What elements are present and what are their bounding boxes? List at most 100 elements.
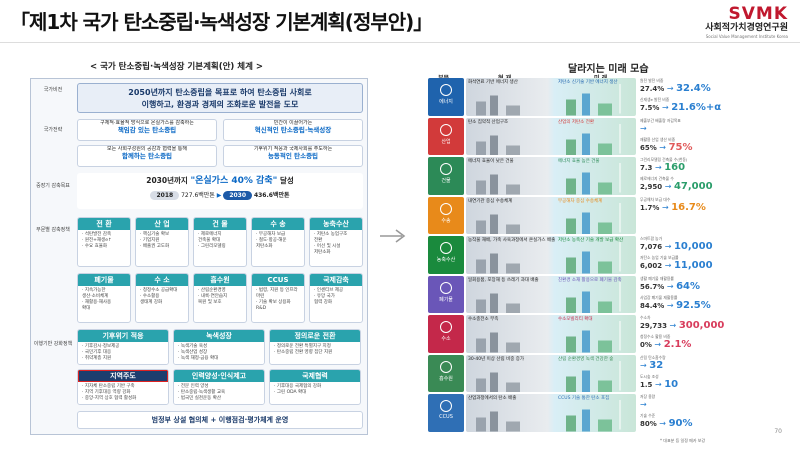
sector-4: 농축수산· 저탄소 농업구조 전환 · 어선 및 시설 저탄소화	[309, 217, 363, 267]
category-2: 건물	[428, 157, 464, 195]
sector2-2-header: 흡수원	[194, 274, 246, 286]
scene-4	[466, 236, 636, 274]
stat-6-2-from: 0%	[640, 341, 652, 349]
sector2-4-header: 국제감축	[310, 274, 362, 286]
sector-0: 전 환· 석탄발전 감축 · 원전+재생e↑ · 수요 효율화	[77, 217, 131, 267]
enabling-3-text: · 지자체 탄소중립 기반 구축 · 지역 기후대응 역량 강화 · 중앙-지역…	[78, 382, 168, 404]
sector-2: 건 물· 제로에너지 건축물 확대 · 그린리모델링	[193, 217, 247, 267]
sector-1-text: · 핵심기술 확보 · 기업지원 · 배출권 고도화	[136, 230, 188, 252]
caption-future-3: 무공해차 중심 수송체계	[558, 198, 603, 204]
stat-8-2-arrow-icon: →	[656, 419, 669, 428]
stat-8-2-to: 90%	[668, 418, 693, 429]
stat-4-1-from: 7,076	[640, 243, 663, 251]
stat-0-2-to: 21.6%+α	[671, 102, 722, 113]
enabling-2-header: 정의로운 전환	[270, 330, 360, 342]
sector2-1-text: · 청정수소 공급확대 · 수소활용 생태계 강화	[136, 286, 188, 308]
sector2-1-header: 수 소	[136, 274, 188, 286]
stat-4-2-to: 11,000	[673, 260, 713, 271]
stat-1-1: 제출부간 배출량 저감목표 →	[640, 118, 772, 135]
category-7-icon	[440, 360, 452, 373]
strategy-1-desc: 구체적·효율적 방식으로 온실가스를 감축하는	[100, 120, 194, 126]
category-0: 에너지	[428, 78, 464, 116]
strategy-diagram: 국가비전 2050년까지 탄소중립을 목표로 하여 탄소중립 사회로 이행하고,…	[30, 78, 368, 435]
sector-1-header: 산 업	[136, 218, 188, 230]
stat-2-1-to: 160	[664, 162, 686, 173]
stat-5-1-from: 56.7%	[640, 282, 665, 291]
sector2-3: CCUS· 법령, 지원 등 인프라 마련 · 기술 확보 상용화 R&D	[251, 273, 305, 323]
stat-4-2-label: 저탄소 농업 기술 보급률	[640, 255, 679, 260]
caption-future-2: 에너지 효율 높은 건물	[558, 159, 600, 164]
category-8-label: CCUS	[439, 414, 453, 420]
stat-5-1-arrow-icon: →	[664, 281, 677, 291]
goal-suffix: 달성	[279, 176, 294, 185]
stat-8-1-arrow-icon: →	[640, 400, 647, 409]
scene-3	[466, 196, 636, 234]
strategy-4: 기후위기 적응과 국제사회를 주도하는 능동적인 탄소중립	[223, 145, 363, 167]
caption-now-6: 수소충전소 부족	[468, 317, 499, 322]
stat-8-1-label: 저장 용량	[640, 394, 656, 399]
caption-now-5: 일회용품, 포장재 등 쓰레기 과대 배출	[468, 277, 539, 283]
strategy-3-name: 함께하는 탄소중립	[121, 151, 173, 160]
enabling-2-text: · 정의로운 전환 특별지구 지정 · 탄소중립 전환 영향 집단 지원	[270, 342, 360, 358]
sector-2-header: 건 물	[194, 218, 246, 230]
stat-8-2-from: 80%	[640, 420, 657, 428]
scene-3-illustration	[476, 202, 621, 234]
stat-6-1-arrow-icon: →	[667, 321, 679, 330]
vision-line1: 2050년까지 탄소중립을 목표로 하여 탄소중립 사회로	[128, 88, 312, 97]
enabling-5-text: · 기후대응 국제협의 강화 · 그린 ODA 확대	[270, 382, 360, 398]
caption-future-7: 산림 순환경영 녹색 건강한 숲	[558, 356, 614, 362]
page-number: 70	[774, 428, 782, 435]
stat-0-2-label: 신재생e 발전 비중	[640, 97, 670, 102]
stat-3-1-label: 무공해차 보급 대수	[640, 196, 671, 202]
category-5-icon	[440, 281, 452, 294]
enabling-2: 정의로운 전환· 정의로운 전환 특별지구 지정 · 탄소중립 전환 영향 집단…	[269, 329, 361, 365]
right-panel-title: 달라지는 미래 모습	[568, 64, 649, 75]
stat-6-2-label: 청정수소 활용 비중	[640, 334, 671, 339]
target-year: 2030	[223, 191, 253, 200]
sector-0-text: · 석탄발전 감축 · 원전+재생e↑ · 수요 효율화	[78, 230, 130, 252]
category-5: 폐기물	[428, 275, 464, 313]
stat-4-1-arrow-icon: →	[662, 242, 674, 251]
logo-korean: 사회적가치경영연구원	[705, 23, 788, 33]
category-2-label: 건물	[441, 178, 451, 184]
left-panel-title: < 국가 탄소중립·녹색성장 기본계획(안) 체계 >	[90, 62, 263, 72]
stat-3-1-to: 16.7%	[671, 201, 706, 213]
stat-7-2-arrow-icon: →	[652, 379, 665, 389]
strategy-1: 구체적·효율적 방식으로 온실가스를 감축하는 책임감 있는 탄소중립	[77, 119, 217, 141]
stat-6-1-from: 29,733	[640, 322, 668, 330]
stat-3-1-from: 1.7%	[640, 203, 660, 212]
scene-6-illustration	[476, 321, 621, 353]
enabling-1-header: 녹색성장	[174, 330, 264, 342]
enabling-4-text: · 전문 인력 양성 · 탄소중립·녹색생활 교육 · 범국민 실천운동 확산	[174, 382, 264, 404]
transition-arrow-icon	[378, 228, 408, 244]
stat-2-1-label: 그린리모델링 건축물 수(천동)	[640, 157, 688, 162]
category-3: 수송	[428, 196, 464, 234]
stat-1-2-from: 65%	[640, 143, 657, 152]
sector2-4: 국제감축· 인센티브 제공 · 유망 국가 협력 강화	[309, 273, 363, 323]
stat-5-1-to: 64%	[676, 280, 701, 292]
stat-1-2-label: 재활용 산업 생산 비중	[640, 136, 676, 142]
stat-0-1-to: 32.4%	[676, 83, 711, 94]
caption-future-0: 저탄소 신기술 기반 에너지 생산	[558, 80, 618, 85]
category-4: 농축수산	[428, 236, 464, 274]
strategy-1-name: 책임감 있는 탄소중립	[117, 125, 177, 134]
scene-2	[466, 157, 636, 195]
category-7-label: 흡수원	[439, 375, 453, 382]
goal-quote: "온실가스 40% 감축"	[190, 176, 278, 186]
sector-4-text: · 저탄소 농업구조 전환 · 어선 및 시설 저탄소화	[310, 230, 362, 258]
caption-now-7: 30-40년 이상 산림 비중 증가	[468, 356, 525, 362]
category-0-icon	[440, 84, 452, 96]
category-4-icon	[440, 242, 452, 254]
enabling-0-header: 기후위기 적응	[78, 330, 168, 342]
category-3-icon	[440, 202, 452, 215]
stat-5-2-to: 92.5%	[676, 299, 711, 311]
caption-future-1: 산업의 저탄소 전환	[558, 119, 594, 125]
